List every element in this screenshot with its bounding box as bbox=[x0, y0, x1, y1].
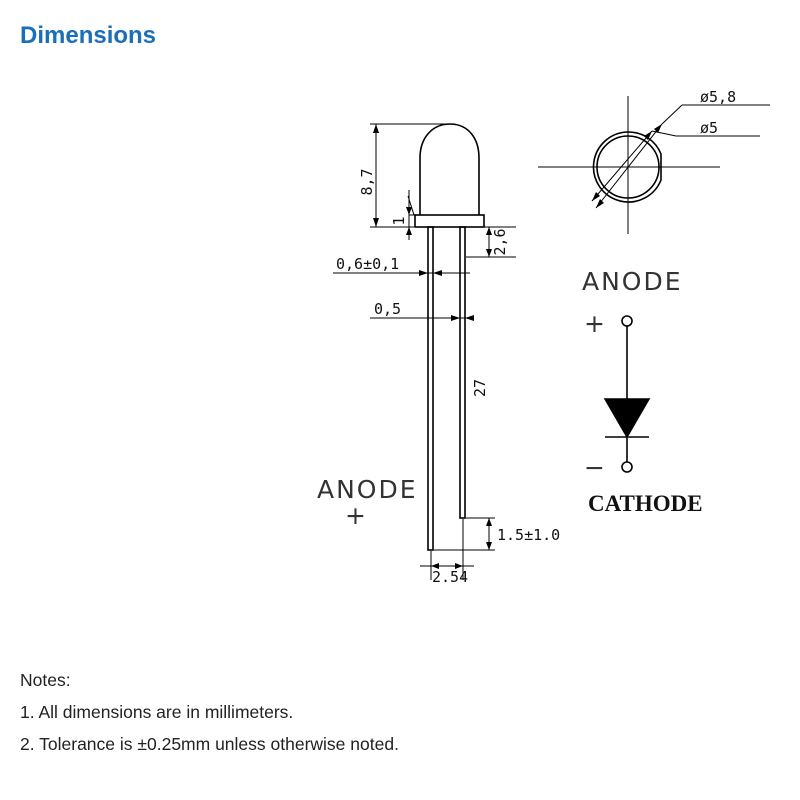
dim-outer-diameter-label: ø5,8 bbox=[700, 88, 736, 106]
dim-height: 8,7 bbox=[358, 123, 448, 228]
dim-inner-diameter-label: ø5 bbox=[700, 119, 718, 137]
schematic-anode-label: ANODE bbox=[582, 267, 683, 296]
dim-lead-thickness: 0,5 bbox=[370, 300, 474, 321]
dim-flange-label: 1 bbox=[390, 216, 408, 225]
dim-pitch: 2.54 bbox=[420, 519, 474, 586]
dim-lead-offset: 1.5±1.0 bbox=[434, 517, 560, 551]
schematic-plus-sign: + bbox=[584, 309, 607, 338]
dim-lead-width: 0,6±0,1 bbox=[333, 255, 470, 276]
note-item: 1. All dimensions are in millimeters. bbox=[20, 702, 294, 722]
dim-lead-length: 27 bbox=[471, 379, 489, 397]
anode-label: ANODE bbox=[317, 475, 418, 504]
dim-lead-width-label: 0,6±0,1 bbox=[336, 255, 399, 273]
diode-triangle bbox=[603, 398, 651, 439]
dim-lead-length-label: 27 bbox=[471, 379, 489, 397]
dim-lead-thickness-label: 0,5 bbox=[374, 300, 401, 318]
dim-height-label: 8,7 bbox=[358, 168, 376, 195]
cathode-label: CATHODE bbox=[588, 491, 703, 516]
dim-flange: 1 bbox=[390, 190, 418, 240]
note-item: 2. Tolerance is ±0.25mm unless otherwise… bbox=[20, 734, 399, 754]
dim-lead-offset-label: 1.5±1.0 bbox=[497, 526, 560, 544]
anode-lead bbox=[427, 226, 434, 551]
diode-schematic: ANODE + − CATHODE bbox=[582, 267, 703, 516]
led-body bbox=[414, 123, 485, 551]
led-top-view: ø5,8 ø5 bbox=[538, 88, 770, 234]
dim-base: 2,6 bbox=[466, 226, 516, 258]
page-title: Dimensions bbox=[20, 22, 157, 49]
dim-base-label: 2,6 bbox=[491, 228, 509, 255]
anode-plus-sign: + bbox=[345, 501, 368, 530]
notes-section: Notes: 1. All dimensions are in millimet… bbox=[20, 664, 399, 760]
cathode-lead bbox=[459, 226, 466, 519]
dim-pitch-label: 2.54 bbox=[432, 568, 468, 586]
notes-heading: Notes: bbox=[20, 670, 71, 690]
schematic-minus-sign: − bbox=[584, 453, 607, 482]
